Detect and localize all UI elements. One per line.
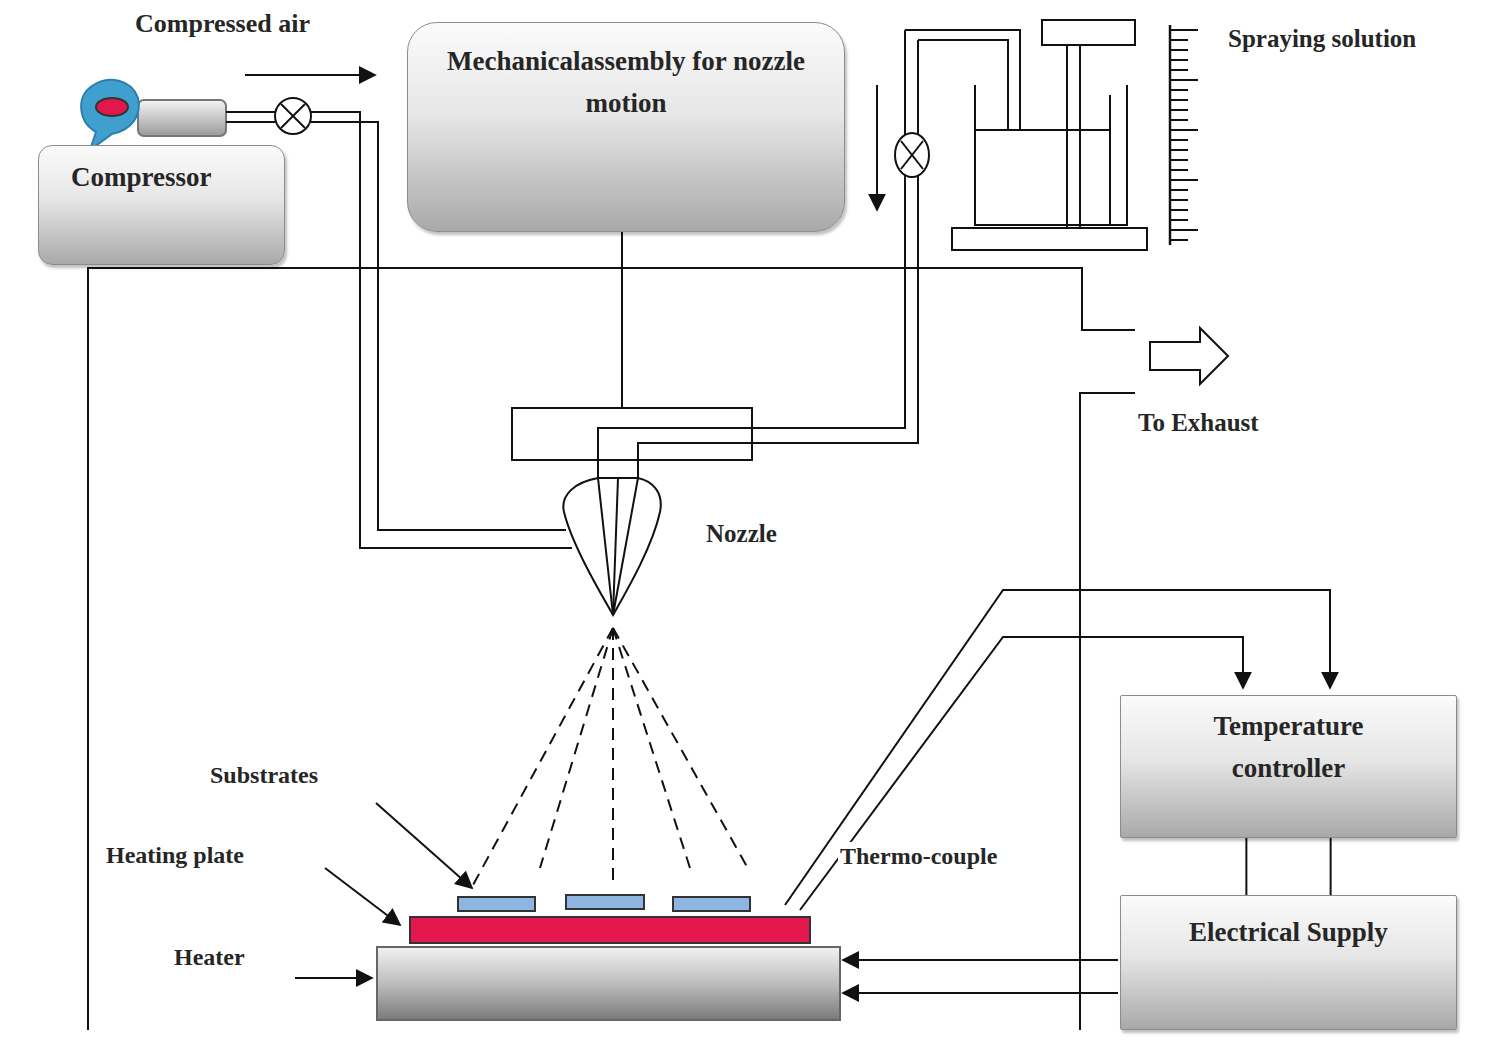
ruler-tick: [1170, 169, 1188, 171]
spray-line: [473, 628, 613, 885]
part-label: Spraying solution: [1226, 24, 1418, 54]
part-label: Compressed air: [133, 8, 312, 39]
spray-line: [540, 628, 613, 868]
valve-cross: [901, 141, 923, 169]
air-arrow: [245, 74, 375, 76]
heating-plate: [410, 917, 810, 943]
ruler-tick: [1170, 159, 1188, 161]
valve-cross: [281, 104, 305, 128]
part-label: Thermo-couple: [838, 842, 999, 871]
leader-arrow: [376, 803, 472, 888]
scale-ruler: [1169, 25, 1172, 245]
leader-arrow: [325, 868, 400, 925]
compressor-tank: [138, 100, 226, 136]
solution-pipe: [918, 40, 1008, 130]
ruler-tick: [1170, 59, 1188, 61]
leader-arrow: [295, 977, 372, 979]
ruler-tick: [1170, 139, 1188, 141]
stand-rod: [1066, 45, 1068, 228]
compressor-gauge: [81, 80, 139, 150]
gauge-mark: [96, 98, 128, 116]
ruler-tick: [1170, 109, 1188, 111]
part-label: Heater: [172, 943, 247, 972]
spray-line: [613, 628, 750, 872]
part-label: To Exhaust: [1136, 408, 1261, 438]
solution-vessel: [975, 85, 1127, 225]
vessel-wall: [1109, 95, 1111, 225]
ruler-tick: [1170, 229, 1198, 231]
ruler-tick: [1170, 119, 1188, 121]
ruler-tick: [1170, 99, 1188, 101]
ruler-tick: [1170, 69, 1188, 71]
spray-line: [613, 628, 690, 868]
valve-cross: [281, 104, 305, 128]
box-label: Temperature controller: [1174, 706, 1404, 790]
stand-rod: [1079, 45, 1081, 228]
mechanical-assembly-box: Mechanicalassembly for nozzle motion: [407, 22, 845, 232]
ruler-tick: [1170, 179, 1198, 181]
power-wire: [843, 992, 1118, 994]
ruler-tick: [1170, 79, 1198, 81]
flow-arrow: [876, 85, 878, 210]
electrical-supply-box: Electrical Supply: [1120, 895, 1457, 1030]
connector-wire: [1245, 838, 1247, 895]
substrate: [673, 897, 750, 911]
box-label: Mechanicalassembly for nozzle motion: [446, 41, 806, 125]
ruler-tick: [1170, 239, 1188, 241]
stand-base: [952, 228, 1147, 250]
ruler-tick: [1170, 39, 1188, 41]
ruler-tick: [1170, 49, 1188, 51]
solution-valve: [895, 133, 929, 177]
substrate: [458, 897, 535, 911]
ruler-tick: [1170, 29, 1198, 31]
exhaust-arrow: [1150, 328, 1228, 384]
nozzle-channel: [613, 478, 618, 615]
box-label: Compressor: [71, 160, 211, 195]
part-label: Substrates: [208, 761, 320, 790]
nozzle-holder: [512, 408, 752, 460]
ruler-tick: [1170, 219, 1188, 221]
ruler-tick: [1170, 209, 1188, 211]
ruler-tick: [1170, 89, 1188, 91]
valve-cross: [901, 141, 923, 169]
nozzle-channel: [613, 478, 638, 615]
ruler-tick: [1170, 129, 1198, 131]
ruler-tick: [1170, 199, 1188, 201]
heater: [377, 947, 840, 1020]
connector-wire: [1330, 838, 1332, 895]
air-pipe: [226, 111, 276, 113]
stand-cap: [1042, 20, 1135, 45]
power-wire: [843, 959, 1118, 961]
ruler-tick: [1170, 149, 1188, 151]
box-label: Electrical Supply: [1189, 912, 1388, 954]
temperature-controller-box: Temperature controller: [1120, 695, 1457, 838]
nozzle: [563, 478, 660, 615]
solution-level: [975, 129, 1110, 131]
nozzle-channel: [598, 478, 613, 615]
nozzle-arm: [621, 232, 623, 408]
part-label: Heating plate: [104, 841, 246, 870]
spray-line: [612, 628, 614, 880]
compressor-box: Compressor: [38, 145, 285, 265]
part-label: Nozzle: [704, 519, 779, 549]
ruler-tick: [1170, 189, 1188, 191]
solution-pipe: [905, 30, 1020, 130]
air-valve: [275, 98, 311, 134]
substrate: [566, 895, 644, 909]
enclosure-line: [88, 268, 1135, 1030]
air-pipe: [226, 121, 276, 123]
